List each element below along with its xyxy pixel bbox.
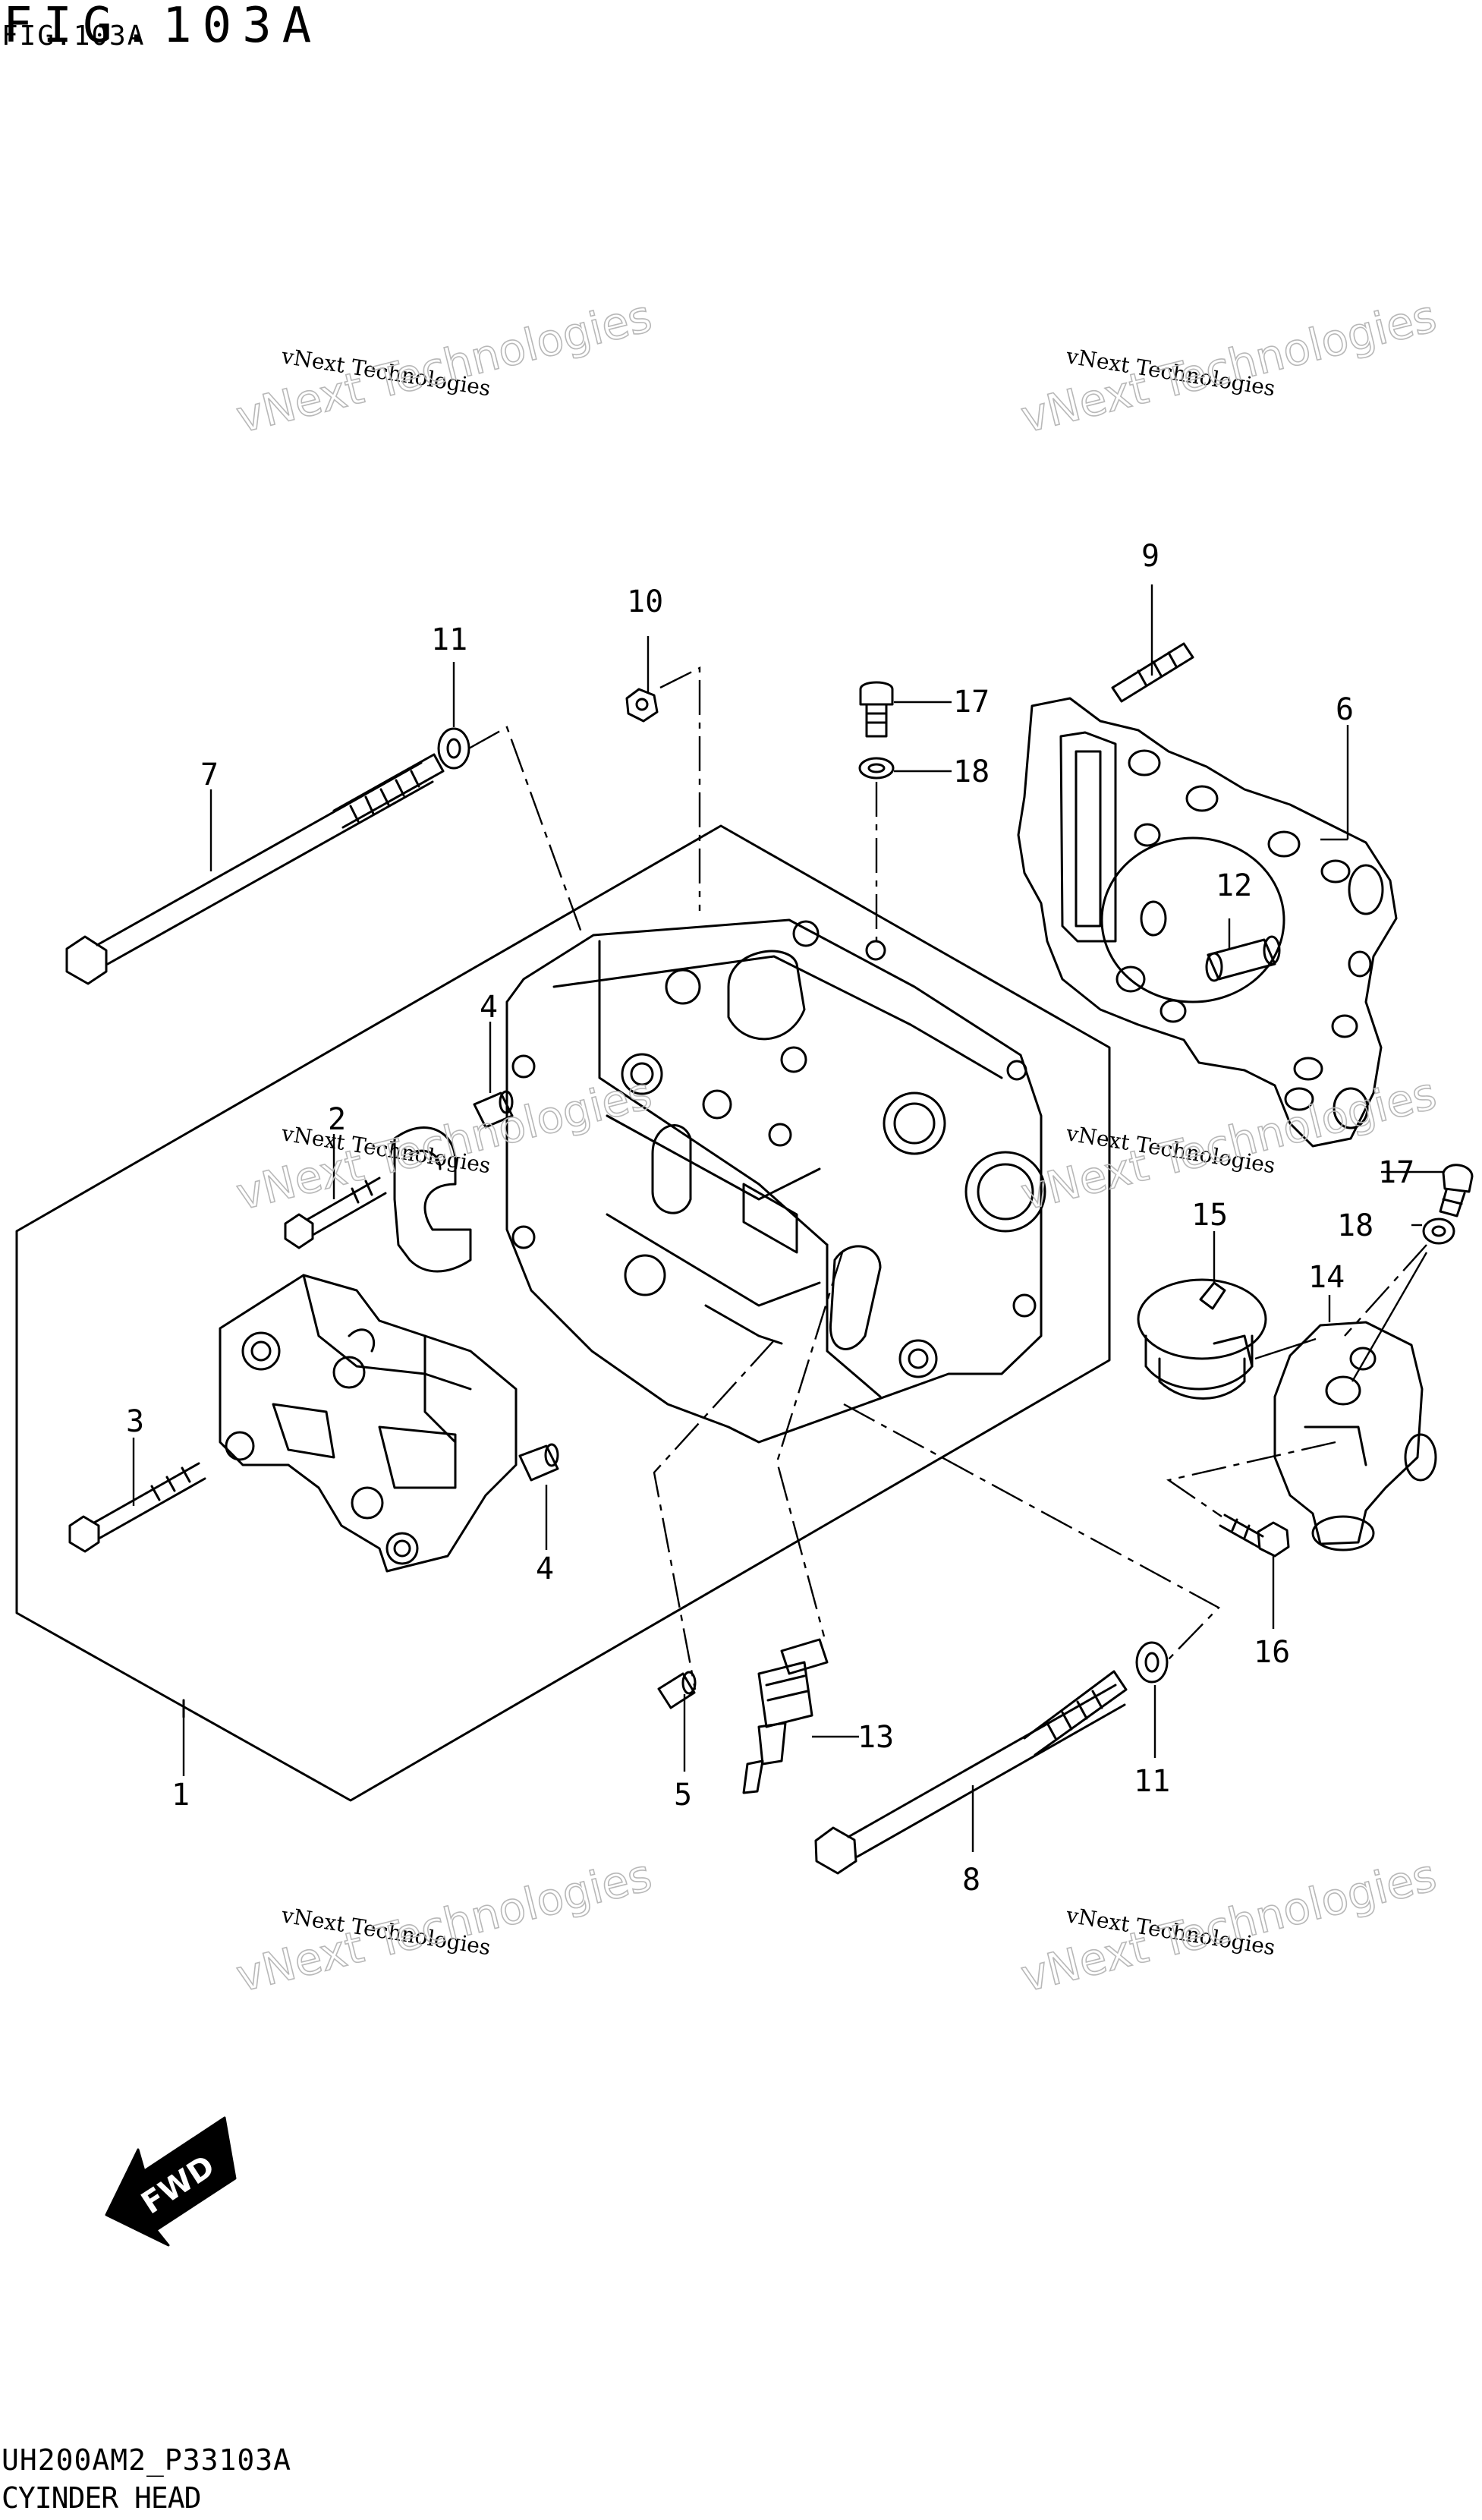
bolt-16 (1219, 1514, 1290, 1558)
callout-18b: 18 (1337, 1208, 1373, 1243)
dowel-12 (1205, 935, 1281, 982)
watermark-mid-left: vNext Technologies vNext Technologies (231, 1066, 657, 1221)
callout-3: 3 (126, 1404, 144, 1439)
watermark-bottom-right: vNext Technologies vNext Technologies (1015, 1848, 1442, 2002)
drawing-title: CYINDER HEAD (2, 2481, 202, 2515)
callout-18a: 18 (953, 754, 990, 789)
callout-11b: 11 (1134, 1764, 1170, 1799)
callout-11a: 11 (431, 622, 467, 657)
dowel-pin-5 (657, 1671, 697, 1709)
callout-10: 10 (627, 584, 663, 619)
callout-6: 6 (1336, 692, 1354, 727)
callout-13: 13 (857, 1720, 894, 1755)
bolt-2 (284, 1177, 387, 1249)
cylinder-head (505, 918, 1046, 1444)
spark-plug-13 (742, 1638, 829, 1794)
callout-4b: 4 (536, 1551, 554, 1586)
callout-8: 8 (962, 1863, 980, 1898)
dowel-pin-4b (518, 1443, 559, 1482)
callout-12: 12 (1216, 868, 1252, 903)
dowel-pin-4a (473, 1090, 514, 1129)
camshaft-housing (219, 1274, 518, 1573)
callout-2: 2 (328, 1102, 346, 1137)
gasket-6 (1017, 697, 1398, 1148)
callout-14: 14 (1308, 1260, 1345, 1295)
callout-1: 1 (171, 1778, 190, 1813)
callout-17b: 17 (1378, 1155, 1414, 1190)
assembly-outline (15, 824, 1111, 1802)
bolt-17a (859, 681, 894, 738)
drawing-code: UH200AM2_P33103A (2, 2443, 292, 2477)
figure-number-small: FIG.103A (2, 20, 146, 52)
fwd-arrow-icon: FWD (105, 2116, 237, 2247)
nut-10 (625, 688, 659, 723)
callout-4a: 4 (480, 990, 498, 1025)
callout-17a: 17 (953, 685, 990, 720)
callout-5: 5 (674, 1778, 692, 1813)
head-bolt-7 (65, 753, 445, 985)
watermark-top-right: vNext Technologies vNext Technologies (1015, 289, 1442, 443)
callout-16: 16 (1254, 1635, 1290, 1670)
washer-18b (1422, 1217, 1455, 1245)
callout-15: 15 (1191, 1198, 1228, 1233)
watermark-top-left: vNext Technologies vNext Technologies (231, 289, 657, 443)
callout-9: 9 (1141, 539, 1159, 574)
stud-9 (1111, 642, 1194, 703)
callout-7: 7 (200, 758, 219, 792)
washer-18a (858, 757, 895, 780)
watermark-mid-right: vNext Technologies vNext Technologies (1015, 1066, 1442, 1221)
bolt-3 (68, 1462, 206, 1553)
washer-11b (1135, 1641, 1169, 1684)
part-2-cover (393, 1126, 472, 1273)
head-bolt-8 (814, 1670, 1128, 1875)
thermostat-15 (1137, 1278, 1267, 1400)
figure-number-large: FIG.103A (3, 0, 323, 54)
watermark-bottom-left: vNext Technologies vNext Technologies (231, 1848, 657, 2002)
washer-11a (437, 727, 470, 770)
bolt-17b (1439, 1164, 1474, 1217)
water-outlet-14 (1273, 1321, 1437, 1551)
